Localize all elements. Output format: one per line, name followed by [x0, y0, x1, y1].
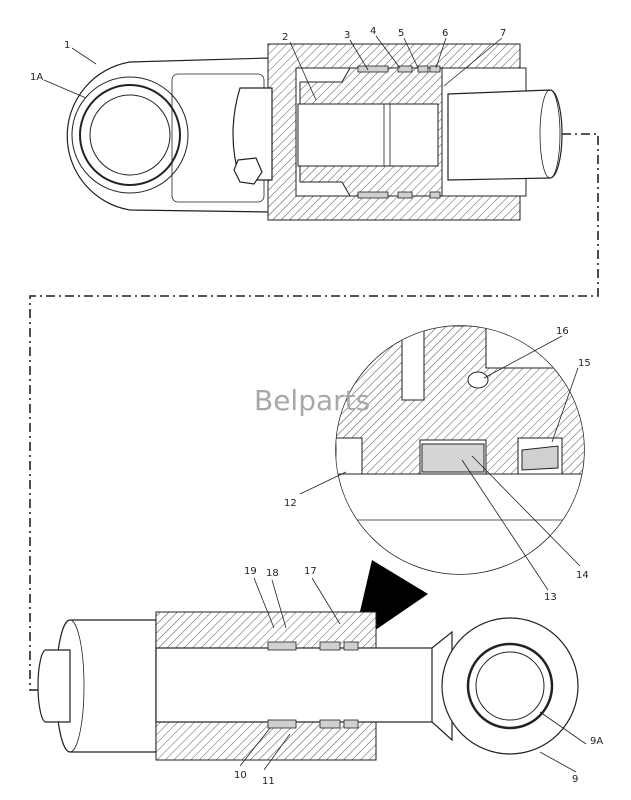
gland-bottom — [155, 721, 377, 761]
wear-ring-4 — [397, 65, 413, 73]
leader-lines — [43, 35, 587, 773]
wear-ring-4b — [397, 191, 413, 199]
callout-7: 7 — [500, 28, 506, 39]
callout-14: 14 — [576, 570, 589, 581]
callout-5: 5 — [398, 28, 404, 39]
rod-top — [447, 89, 563, 181]
callout-11: 11 — [262, 776, 275, 787]
gland-top — [155, 611, 377, 649]
zoom-wiper-12 — [336, 437, 363, 475]
zoom-rod-section — [336, 473, 584, 574]
rod-eye-body — [441, 617, 579, 755]
eye-bore-outer — [71, 76, 189, 194]
rod-eye-bushing — [466, 642, 554, 730]
connector-dashed-line — [29, 133, 599, 691]
rod-stub-left — [37, 649, 71, 723]
callout-1: 1 — [64, 40, 70, 51]
piston-seal-3b — [357, 191, 389, 199]
grease-fitting — [233, 157, 263, 185]
piston-seal-3 — [357, 65, 389, 73]
callout-2: 2 — [282, 32, 288, 43]
callout-13: 13 — [544, 592, 557, 603]
eye-bore-inner — [89, 94, 171, 176]
rod-end-assembly — [37, 611, 579, 761]
callout-labels: 1 1A 2 3 4 5 6 7 16 15 12 14 13 19 18 17… — [30, 26, 603, 787]
piston-nut — [297, 103, 439, 167]
zoom-seal-15-lip — [521, 445, 559, 471]
watermark-text: Belparts — [254, 384, 370, 417]
rod-eye-bore — [475, 651, 545, 721]
zoom-ball-16 — [467, 371, 489, 389]
callout-15: 15 — [578, 358, 591, 369]
callout-6: 6 — [442, 28, 448, 39]
callout-17: 17 — [304, 566, 317, 577]
head-end-assembly — [66, 43, 563, 221]
zoom-port — [401, 326, 425, 401]
callout-10: 10 — [234, 770, 247, 781]
zoom-port-2 — [485, 326, 557, 369]
seal-6b — [429, 191, 441, 199]
seal-5 — [417, 65, 429, 73]
callout-1a: 1A — [30, 72, 43, 83]
callout-3: 3 — [344, 30, 350, 41]
callout-16: 16 — [556, 326, 569, 337]
seal-6 — [429, 65, 441, 73]
callout-9a: 9A — [590, 736, 603, 747]
eye-bushing — [79, 84, 181, 186]
callout-18: 18 — [266, 568, 279, 579]
tube-end-bottom — [55, 619, 157, 753]
zoom-seal-13 — [421, 443, 485, 473]
piston-rod — [155, 647, 437, 723]
callout-9: 9 — [572, 774, 578, 785]
callout-4: 4 — [370, 26, 376, 37]
callout-12: 12 — [284, 498, 297, 509]
callout-19: 19 — [244, 566, 257, 577]
